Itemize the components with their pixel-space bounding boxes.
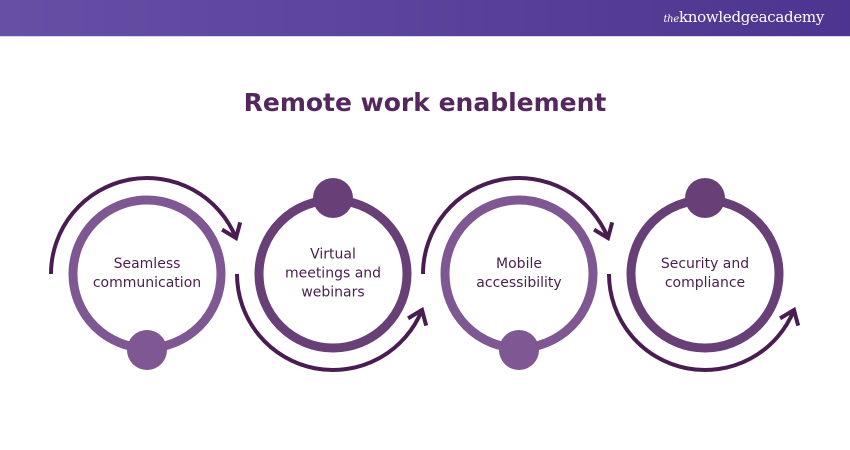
cycle-arrow-arc-3	[421, 176, 610, 275]
page-title: Remote work enablement	[243, 88, 607, 117]
step-dot-3	[499, 330, 539, 370]
header-bar: theknowledgeacademy	[0, 0, 850, 37]
step-label-4: Security and compliance	[660, 256, 750, 291]
logo-prefix: the	[663, 14, 679, 25]
step-dot-1	[127, 330, 167, 370]
arrowhead-icon-4	[779, 306, 801, 327]
step-dot-2	[313, 178, 353, 218]
step-label-1: Seamless communication	[92, 256, 202, 291]
arrowhead-icon-2	[407, 306, 429, 327]
logo-text: knowledgeacademy	[678, 8, 824, 26]
step-dot-4	[685, 178, 725, 218]
cycle-arrow-arc-2	[235, 273, 424, 372]
cycle-arrow-arc-4	[607, 273, 796, 372]
arrowhead-icon-3	[593, 221, 615, 242]
cycle-arrow-arc-1	[49, 176, 238, 275]
arrowhead-icon-1	[221, 221, 243, 242]
step-label-3: Mobile accessibility	[476, 256, 562, 291]
brand-logo[interactable]: theknowledgeacademy	[663, 8, 824, 26]
step-label-2: Virtual meetings and webinars	[284, 246, 382, 301]
